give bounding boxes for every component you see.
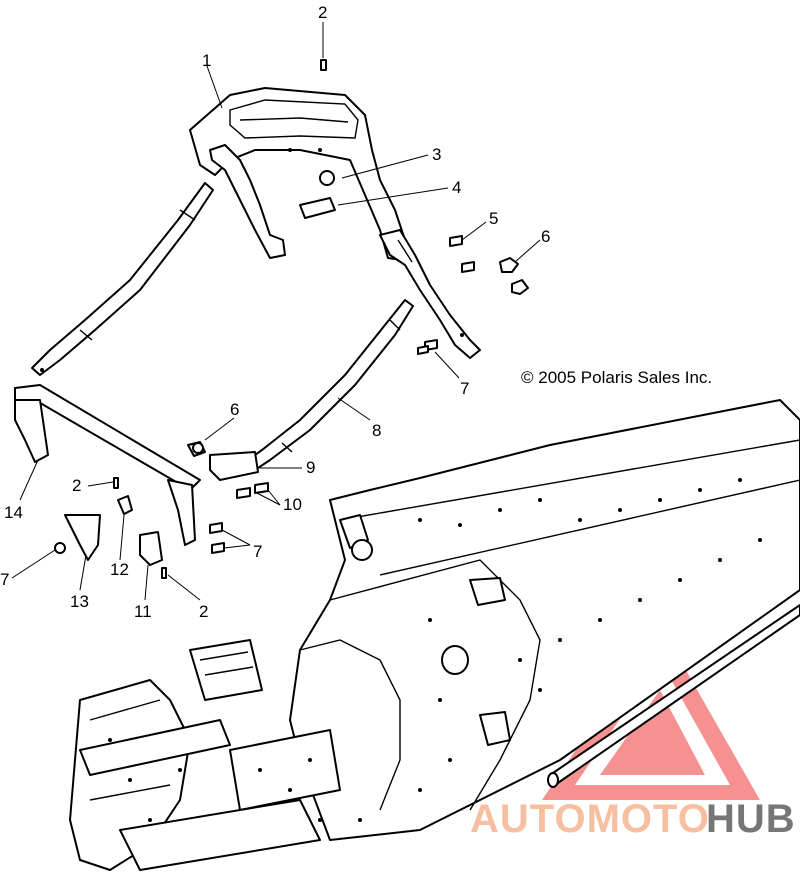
callout-14: 14 <box>4 503 23 522</box>
callout-8: 8 <box>372 421 381 440</box>
crossbar-14 <box>14 384 201 546</box>
callout-10: 10 <box>283 495 302 514</box>
callout-3: 3 <box>432 145 441 164</box>
callout-6b: 6 <box>230 400 239 419</box>
callout-1: 1 <box>202 51 211 70</box>
callout-7a: 7 <box>460 379 469 398</box>
chassis-tunnel <box>69 399 800 871</box>
chassis-rivet-holes <box>108 478 762 822</box>
callout-11: 11 <box>134 602 152 621</box>
callout-2b: 2 <box>72 476 81 495</box>
leader-lines <box>11 22 541 601</box>
right-strut-8 <box>244 299 414 471</box>
fastener-hardware <box>54 59 529 579</box>
callout-13: 13 <box>70 592 89 611</box>
watermark-word-1: AUTOMOTO <box>470 797 710 841</box>
callout-4: 4 <box>452 178 461 197</box>
steering-hoop <box>189 87 481 359</box>
callout-7b: 7 <box>253 542 262 561</box>
callout-6a: 6 <box>541 227 550 246</box>
watermark-word-2: HUB <box>706 797 796 841</box>
copyright-notice: © 2005 Polaris Sales Inc. <box>521 368 712 387</box>
watermark-text: AUTOMOTO HUB <box>470 797 796 841</box>
callout-12: 12 <box>110 560 129 579</box>
callout-9: 9 <box>306 458 315 477</box>
callout-labels: 1 2 3 4 5 6 7 8 6 9 10 2 14 7 12 7 13 11… <box>0 3 550 621</box>
callout-2a: 2 <box>318 3 327 22</box>
callout-7c: 7 <box>0 570 9 589</box>
left-strut <box>31 182 214 376</box>
callout-2c: 2 <box>199 602 208 621</box>
callout-5: 5 <box>489 209 498 228</box>
